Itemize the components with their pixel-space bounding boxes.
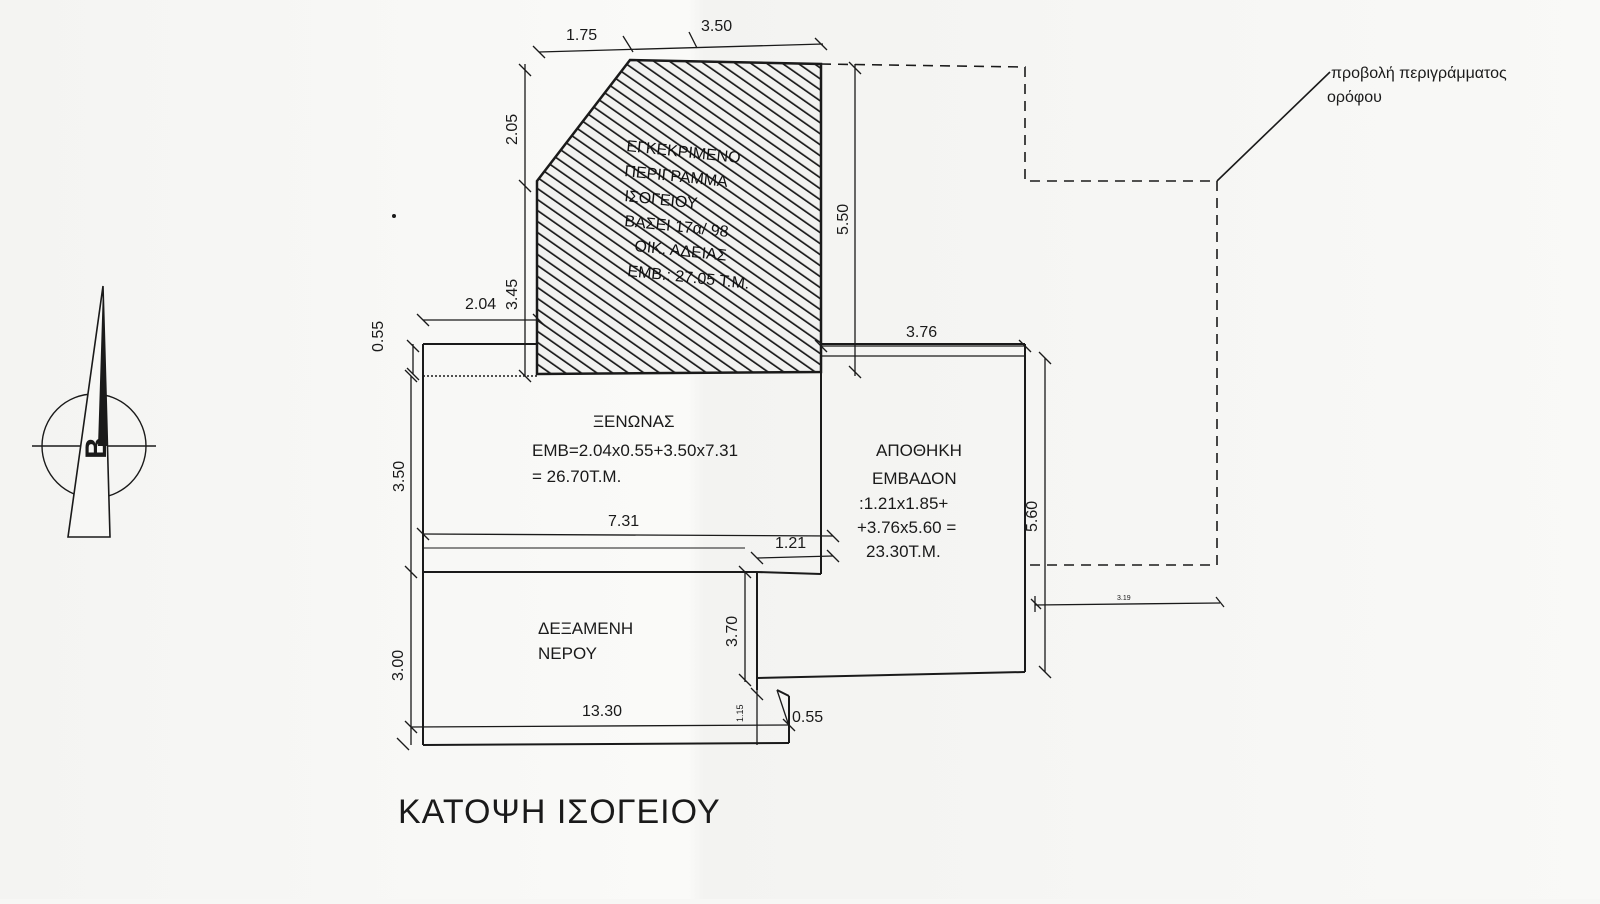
stray-mark <box>392 214 396 218</box>
dim-3-00: 3.00 <box>390 650 407 681</box>
room-apothiki-label: ΕΜΒΑΔΟΝ <box>872 469 957 488</box>
dim-3-50-top: 3.50 <box>701 18 732 35</box>
dim-5-60: 5.60 <box>1024 501 1041 532</box>
north-letter: B <box>80 437 113 459</box>
room-apothiki-formula1: :1.21x1.85+ <box>859 494 948 513</box>
dim-13-30: 13.30 <box>582 703 622 720</box>
room-dexameni: ΔΕΞΑΜΕΝΗ ΝΕΡΟΥ <box>538 619 633 663</box>
dimension-labels: 1.75 3.50 2.05 3.45 5.50 2.04 0.55 3.76 … <box>370 18 1131 726</box>
dim-7-31: 7.31 <box>608 513 639 530</box>
dim-2-04: 2.04 <box>465 296 496 313</box>
dim-3-19: 3.19 <box>1117 595 1131 602</box>
annotation-line-1: προβολή περιγράμματος <box>1331 65 1507 82</box>
room-apothiki-result: 23.30Τ.Μ. <box>866 542 941 561</box>
room-xenonas-result: = 26.70Τ.Μ. <box>532 467 621 486</box>
annotation-line-2: ορόφου <box>1327 89 1382 106</box>
dim-3-50-left: 3.50 <box>391 461 408 492</box>
dim-1-75: 1.75 <box>566 27 597 44</box>
dimension-lines <box>396 31 1225 751</box>
dim-2-05: 2.05 <box>504 114 521 145</box>
drawing-title: ΚΑΤΟΨΗ ΙΣΟΓΕΙΟΥ <box>398 793 721 831</box>
dim-3-45: 3.45 <box>504 279 521 310</box>
north-arrow <box>32 285 156 538</box>
room-apothiki-name: ΑΠΟΘΗΚΗ <box>876 441 962 460</box>
dim-3-76: 3.76 <box>906 324 937 341</box>
dim-0-55-left: 0.55 <box>370 321 387 352</box>
dim-5-50: 5.50 <box>835 204 852 235</box>
room-xenonas-formula: ΕΜΒ=2.04x0.55+3.50x7.31 <box>532 441 738 460</box>
room-dexameni-line2: ΝΕΡΟΥ <box>538 644 597 663</box>
room-xenonas: ΞΕΝΩΝΑΣ ΕΜΒ=2.04x0.55+3.50x7.31 = 26.70Τ… <box>532 412 738 486</box>
upper-floor-projection <box>820 63 1218 566</box>
dim-1-21: 1.21 <box>775 535 806 552</box>
room-apothiki: ΑΠΟΘΗΚΗ ΕΜΒΑΔΟΝ :1.21x1.85+ +3.76x5.60 =… <box>857 441 962 561</box>
dim-1-15: 1.15 <box>735 704 745 722</box>
annotation-leader <box>1216 71 1331 182</box>
room-xenonas-name: ΞΕΝΩΝΑΣ <box>593 412 675 431</box>
walls <box>422 343 1026 746</box>
hatched-approved-outline <box>535 58 823 376</box>
room-dexameni-line1: ΔΕΞΑΜΕΝΗ <box>538 619 633 638</box>
room-apothiki-formula2: +3.76x5.60 = <box>857 518 956 537</box>
dim-0-55-bottom: 0.55 <box>792 709 823 726</box>
dim-3-70: 3.70 <box>724 616 741 647</box>
